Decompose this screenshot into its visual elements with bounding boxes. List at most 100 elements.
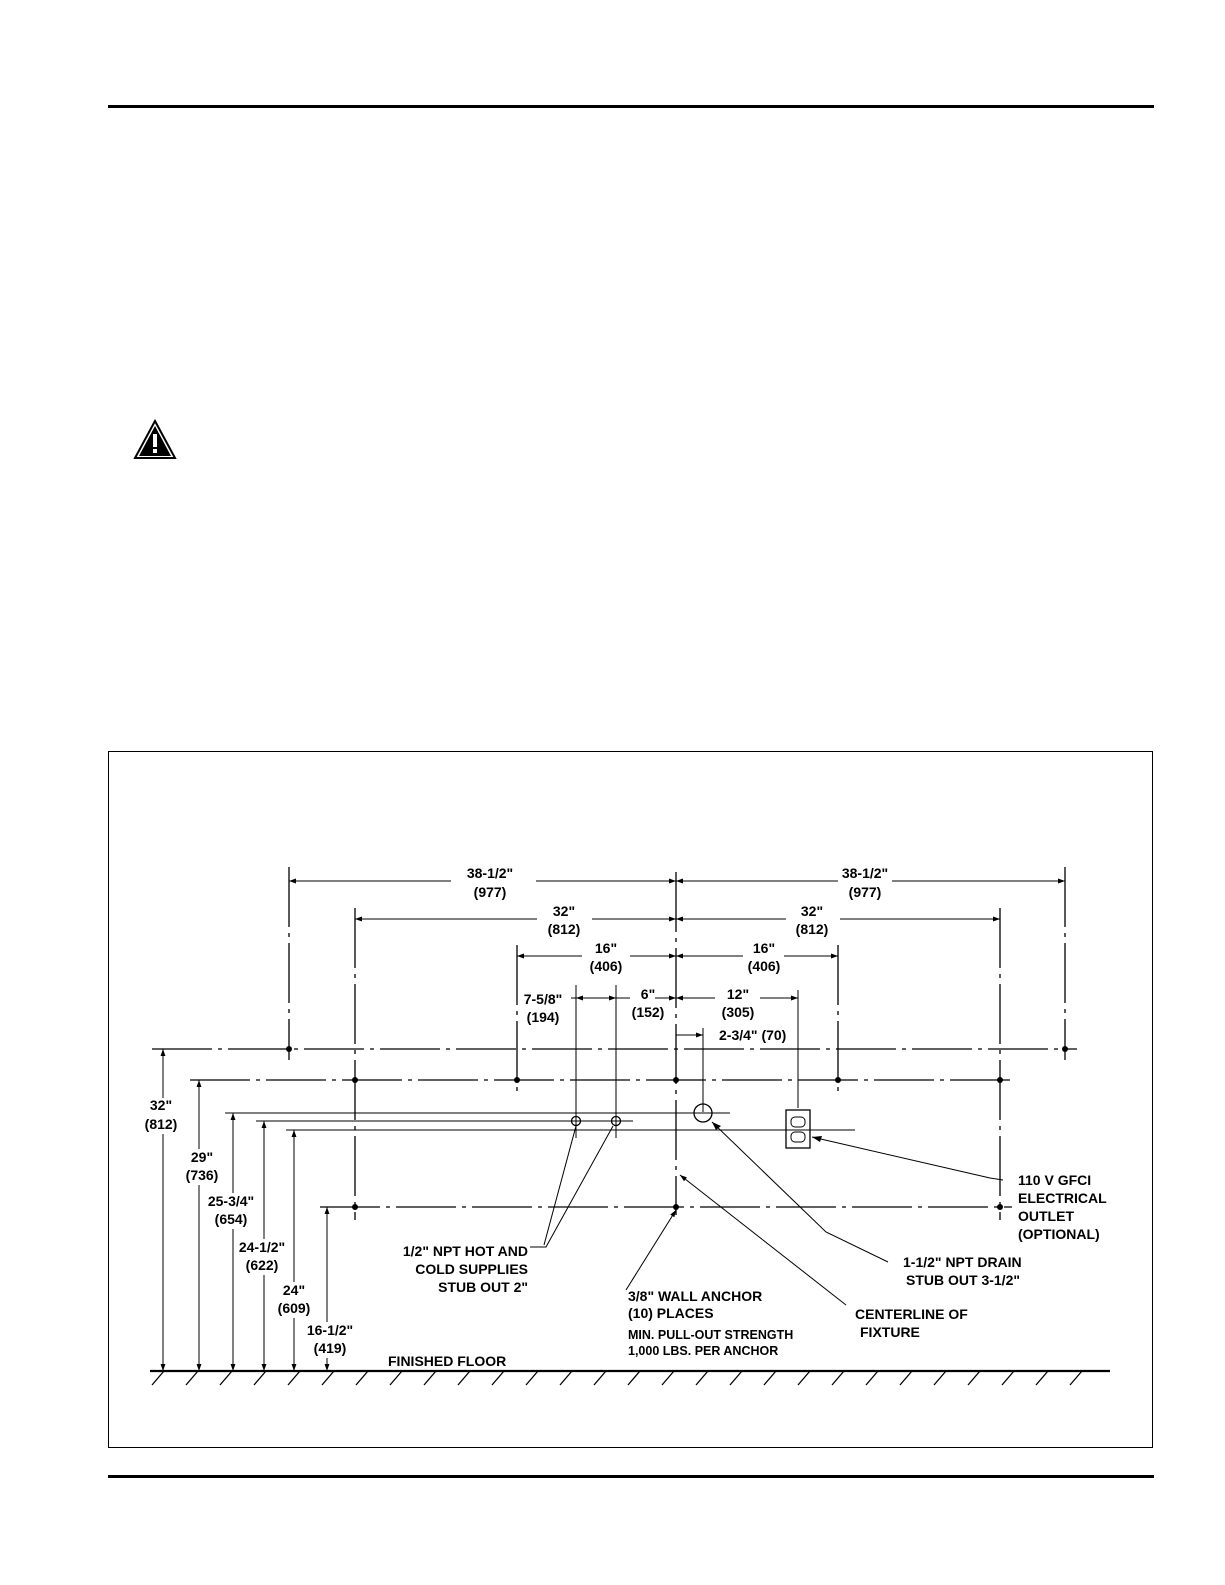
anchor-point [835,1077,841,1083]
header-rule [108,105,1154,108]
callout-anchor-2: (10) PLACES [628,1305,714,1321]
floor-hatch-mark [729,1370,743,1386]
floor-hatch-mark [219,1370,233,1386]
dim-height-29-mm: (736) [186,1167,219,1183]
floor-hatch-mark [457,1370,471,1386]
floor-hatch-mark [1069,1370,1083,1386]
floor-hatch-mark [1001,1370,1015,1386]
anchor-point [673,1077,679,1083]
floor-hatch-mark [321,1370,335,1386]
dim-mid-right-mm: (812) [796,921,829,937]
floor-hatch-mark [491,1370,505,1386]
dim-height-24-mm: (609) [278,1300,311,1316]
cold-supply-symbol [610,1115,622,1127]
floor-hatch-mark [185,1370,199,1386]
floor-hatch-mark [389,1370,403,1386]
centerline-leader [679,1174,847,1306]
dim-overall-right-mm: (977) [849,884,882,900]
callout-anchor-1: 3/8" WALL ANCHOR [628,1288,762,1304]
finished-floor-label: FINISHED FLOOR [388,1353,506,1369]
dim-height-32-mm: (812) [145,1116,178,1132]
dim-height-16-5-in: 16-1/2" [307,1322,353,1338]
floor-hatch-mark [763,1370,777,1386]
callout-supplies-2: COLD SUPPLIES [415,1261,528,1277]
callout-outlet-1: 110 V GFCI [1018,1172,1091,1188]
dim-overall-left-mm: (977) [474,884,507,900]
callout-outlet-2: ELECTRICAL [1018,1190,1107,1206]
dim-height-24-5-in: 24-1/2" [239,1239,285,1255]
dim-mid-left-mm: (812) [548,921,581,937]
warning-icon [133,419,177,459]
dim-supply-cold-in: 6" [641,986,655,1002]
anchor-point [1062,1046,1068,1052]
floor-hatch-mark [967,1370,981,1386]
floor-hatch-mark [525,1370,539,1386]
hot-supply-symbol [570,1115,582,1127]
floor-hatch-mark [899,1370,913,1386]
drain-symbol [693,1103,713,1123]
anchor-leader [625,1209,677,1291]
dim-height-25-75-in: 25-3/4" [208,1193,254,1209]
floor-hatch-mark [559,1370,573,1386]
dim-supply-hot-in: 7-5/8" [524,991,563,1007]
dim-inner-left-in: 16" [595,940,617,956]
floor-hatch-mark [661,1370,675,1386]
anchor-point [352,1204,358,1210]
anchor-point [997,1204,1003,1210]
floor-hatching [151,1370,1083,1386]
dim-overall-right-in: 38-1/2" [842,865,888,881]
callout-supplies-1: 1/2" NPT HOT AND [403,1243,528,1259]
floor-hatch-mark [797,1370,811,1386]
dim-outlet-mm: (305) [722,1004,755,1020]
floor-hatch-mark [865,1370,879,1386]
dim-overall-left-in: 38-1/2" [467,865,513,881]
callout-drain-1: 1-1/2" NPT DRAIN [903,1254,1022,1270]
dim-drain-label: 2-3/4" (70) [719,1027,786,1043]
floor-hatch-mark [287,1370,301,1386]
dim-height-24-in: 24" [283,1282,305,1298]
callout-outlet-3: OUTLET [1018,1208,1074,1224]
callout-centerline-2: FIXTURE [860,1324,920,1340]
floor-hatch-mark [423,1370,437,1386]
dim-inner-right-in: 16" [753,940,775,956]
floor-hatch-mark [1035,1370,1049,1386]
dim-height-29-in: 29" [191,1149,213,1165]
drain-leader [711,1121,889,1263]
hot-supply-leader [543,1125,577,1246]
drawing-frame [108,751,1153,1448]
dim-height-25-75-mm: (654) [215,1211,248,1227]
anchor-point [997,1077,1003,1083]
dim-inner-left-mm: (406) [590,958,623,974]
floor-hatch-mark [355,1370,369,1386]
anchor-point [514,1077,520,1083]
callout-drain-2: STUB OUT 3-1/2" [906,1272,1020,1288]
dim-supply-cold-mm: (152) [632,1004,665,1020]
callout-outlet-4: (OPTIONAL) [1018,1226,1100,1242]
floor-hatch-mark [253,1370,267,1386]
dim-height-16-5-mm: (419) [314,1340,347,1356]
dim-mid-left-in: 32" [553,903,575,919]
floor-hatch-mark [695,1370,709,1386]
floor-hatch-mark [151,1370,165,1386]
anchor-point [286,1046,292,1052]
floor-hatch-mark [831,1370,845,1386]
dim-inner-right-mm: (406) [748,958,781,974]
dim-height-24-5-mm: (622) [246,1257,279,1273]
callout-anchor-note-2: 1,000 LBS. PER ANCHOR [628,1344,778,1358]
footer-rule [108,1475,1154,1478]
cold-supply-leader [530,1125,614,1248]
dim-mid-right-in: 32" [801,903,823,919]
floor-hatch-mark [593,1370,607,1386]
floor-hatch-mark [627,1370,641,1386]
callout-anchor-note-1: MIN. PULL-OUT STRENGTH [628,1328,793,1342]
callout-supplies-3: STUB OUT 2" [438,1279,528,1295]
anchor-point [352,1077,358,1083]
outlet-symbol [785,1109,811,1149]
callout-centerline-1: CENTERLINE OF [855,1306,968,1322]
dim-supply-hot-mm: (194) [527,1009,560,1025]
dim-height-32-in: 32" [150,1097,172,1113]
outlet-leader [811,1136,1004,1181]
anchor-point [673,1204,679,1210]
floor-hatch-mark [933,1370,947,1386]
